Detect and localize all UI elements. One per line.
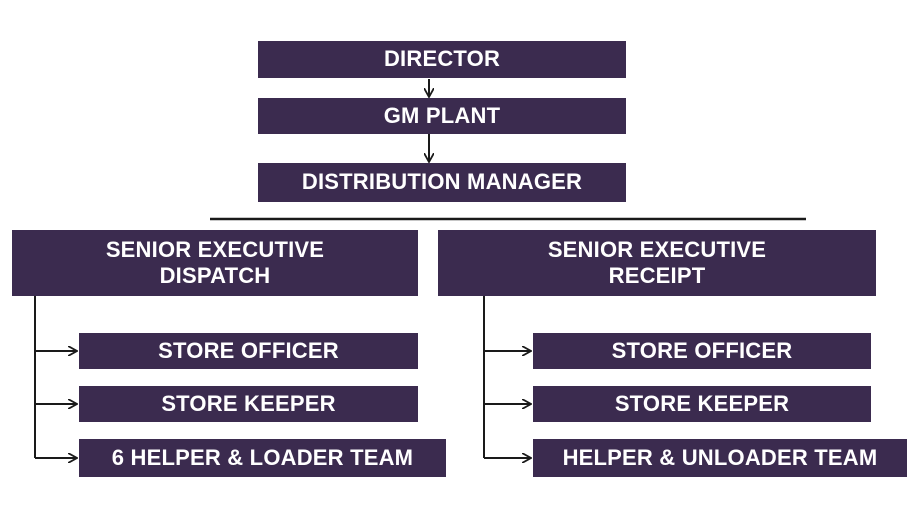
senior-executive-dispatch-box: SENIOR EXECUTIVE DISPATCH bbox=[12, 230, 418, 296]
right-item-label: HELPER & UNLOADER TEAM bbox=[562, 444, 878, 470]
left-helper-loader-team-box: 6 HELPER & LOADER TEAM bbox=[79, 439, 446, 477]
left-item-label: STORE OFFICER bbox=[158, 337, 339, 363]
left-item-label: 6 HELPER & LOADER TEAM bbox=[111, 444, 414, 470]
director-label: DIRECTOR bbox=[383, 46, 501, 72]
senior-executive-receipt-box: SENIOR EXECUTIVE RECEIPT bbox=[438, 230, 876, 296]
distribution-manager-box: DISTRIBUTION MANAGER bbox=[258, 163, 626, 202]
dispatch-head-line1: SENIOR EXECUTIVE bbox=[105, 237, 325, 263]
distribution-manager-label: DISTRIBUTION MANAGER bbox=[301, 169, 583, 195]
director-box: DIRECTOR bbox=[258, 41, 626, 78]
left-store-keeper-box: STORE KEEPER bbox=[79, 386, 418, 422]
gm-plant-label: GM PLANT bbox=[383, 102, 501, 128]
dispatch-head-line2: DISPATCH bbox=[159, 263, 271, 288]
right-store-officer-box: STORE OFFICER bbox=[533, 333, 871, 369]
right-item-label: STORE KEEPER bbox=[614, 390, 790, 416]
gm-plant-box: GM PLANT bbox=[258, 98, 626, 134]
receipt-head-line1: SENIOR EXECUTIVE bbox=[547, 237, 767, 263]
left-item-label: STORE KEEPER bbox=[161, 390, 336, 416]
right-helper-unloader-team-box: HELPER & UNLOADER TEAM bbox=[533, 439, 907, 477]
left-store-officer-box: STORE OFFICER bbox=[79, 333, 418, 369]
receipt-head-line2: RECEIPT bbox=[608, 263, 706, 288]
right-item-label: STORE OFFICER bbox=[611, 337, 793, 363]
right-store-keeper-box: STORE KEEPER bbox=[533, 386, 871, 422]
